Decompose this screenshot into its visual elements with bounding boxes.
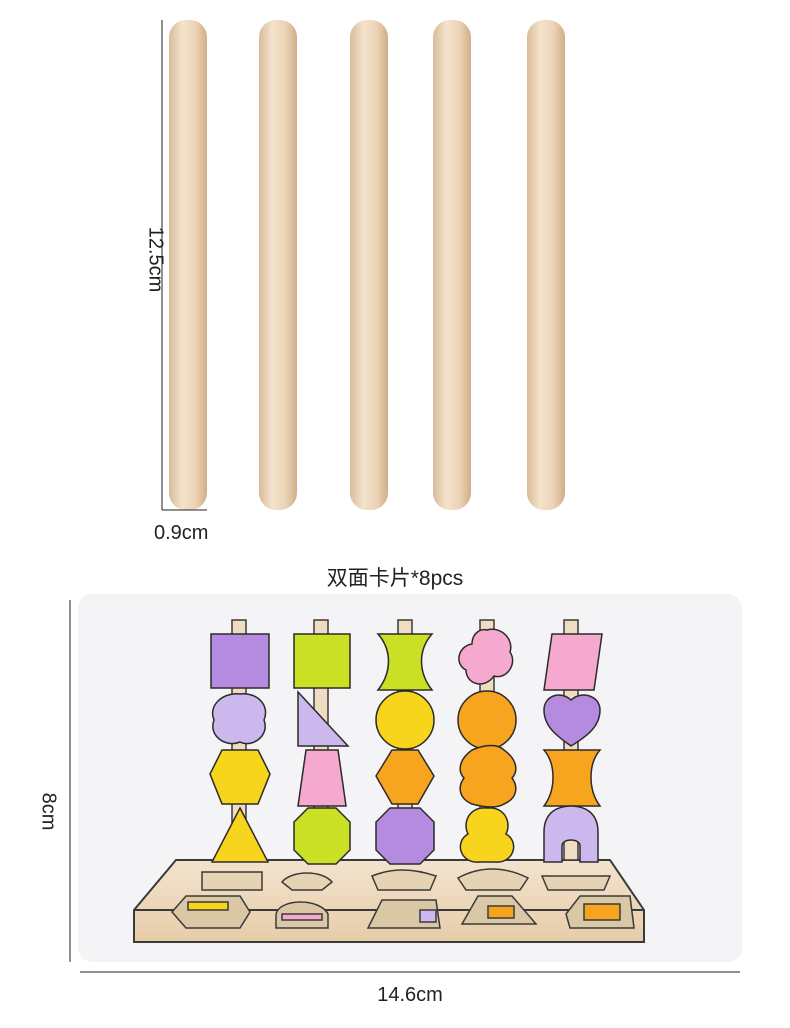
orange-hexagon-block <box>375 749 435 805</box>
wooden-stick <box>433 20 471 510</box>
yellow-trefoil-block <box>459 807 515 863</box>
card-width-label: 14.6cm <box>377 984 443 1006</box>
purple-heart-block <box>543 694 601 747</box>
orange-bowtie-block <box>542 749 602 807</box>
lime-octagon-block <box>293 807 351 865</box>
wooden-sticks <box>169 20 565 510</box>
yellow-triangle-block <box>210 806 270 863</box>
yellow-circle-block <box>375 690 435 750</box>
pink-trapezoid-block <box>297 749 347 807</box>
lavender-trapezoid-block <box>297 690 350 747</box>
purple-octagon-block <box>375 807 435 865</box>
pink-parallelogram-block <box>543 633 603 691</box>
stick-diameter-label: 0.9cm <box>154 522 209 544</box>
lavender-flower-block <box>211 693 267 745</box>
lime-x-block <box>376 633 434 691</box>
wooden-stick <box>350 20 388 510</box>
wooden-stick <box>259 20 297 510</box>
wooden-stick <box>527 20 565 510</box>
yellow-hexagon-block <box>209 749 271 805</box>
purple-square-block <box>210 633 270 689</box>
lavender-arch-block <box>543 805 599 863</box>
pink-flower-block <box>458 628 514 685</box>
stick-length-label: 12.5cm <box>144 226 167 293</box>
orange-circle-block <box>457 690 517 750</box>
card-caption: 双面卡片*8pcs <box>326 567 464 590</box>
wooden-stick <box>169 20 207 510</box>
lime-square-block <box>293 633 351 689</box>
card-height-label: 8cm <box>37 792 60 831</box>
orange-clover-block <box>459 744 517 808</box>
picture-card <box>78 594 742 962</box>
